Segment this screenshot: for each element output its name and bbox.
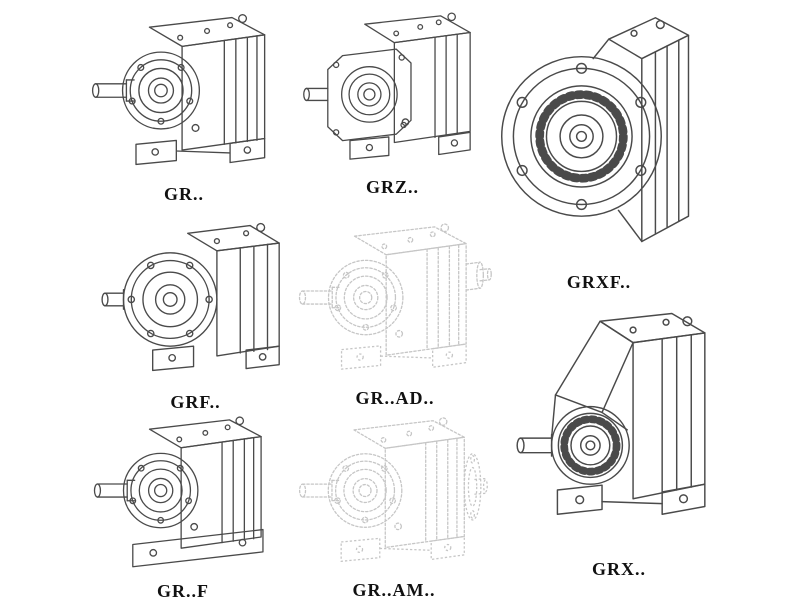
gearbox-label-gr: GR.. — [164, 184, 204, 204]
gearbox-drawing-grf-foot — [90, 405, 276, 577]
gearbox-label-gram: GR..AM.. — [352, 580, 436, 600]
gearbox-label-grz: GRZ.. — [365, 177, 419, 197]
gearbox-figure-gram: GR..AM.. — [295, 406, 493, 601]
gearbox-drawing-grad — [295, 212, 495, 384]
gearbox-drawing-grxf — [492, 0, 706, 268]
gearbox-figure-grad: GR..AD.. — [295, 212, 495, 409]
gearbox-figure-grxf: GRXF.. — [492, 0, 706, 293]
gearbox-drawing-gram — [295, 406, 493, 576]
gearbox-figure-grz: GRZ.. — [300, 2, 485, 198]
gearbox-drawing-grx — [505, 298, 733, 555]
gearbox-figure-grf-foot: GR..F — [90, 405, 276, 602]
gearbox-label-grf-foot: GR..F — [157, 581, 209, 601]
gearbox-figure-grx: GRX.. — [505, 298, 733, 580]
gearbox-label-grxf: GRXF.. — [566, 272, 632, 292]
gearbox-label-grf: GRF.. — [170, 392, 221, 412]
gearbox-drawing-grz — [300, 2, 485, 173]
gearbox-figure-grf: GRF.. — [98, 208, 293, 413]
gearbox-drawing-grf — [98, 208, 293, 388]
gearbox-label-grx: GRX.. — [592, 559, 646, 579]
gearbox-figure-gr: GR.. — [88, 2, 280, 205]
gearbox-drawing-gr — [88, 2, 280, 180]
gearbox-label-grad: GR..AD.. — [355, 388, 435, 408]
